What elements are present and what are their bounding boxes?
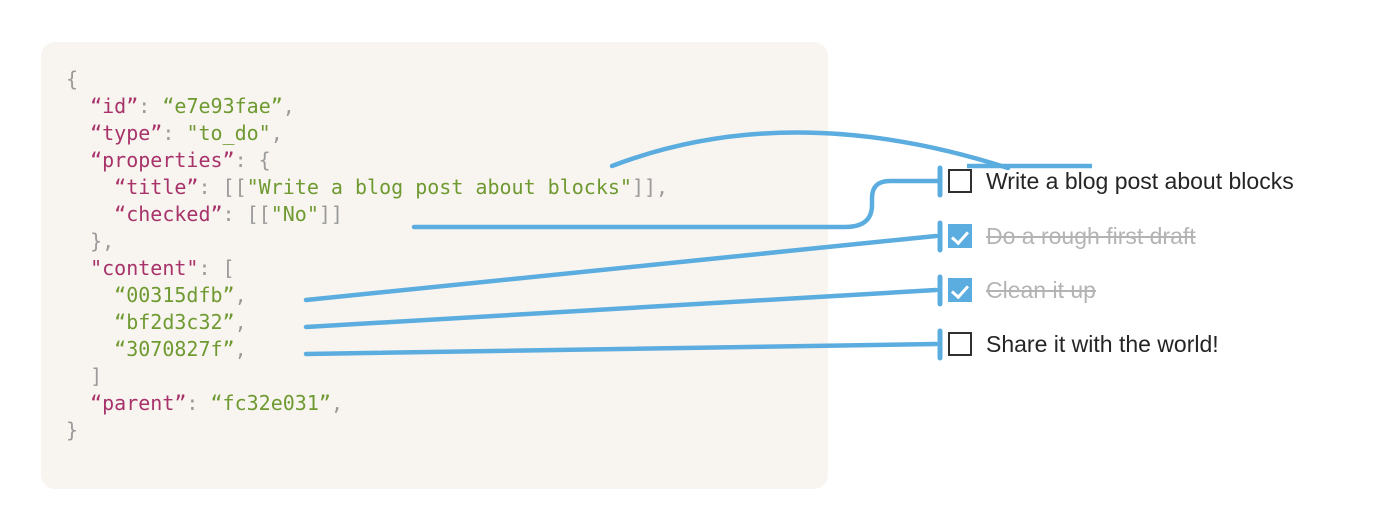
code-line: “title”: [["Write a blog post about bloc… [66, 174, 668, 201]
code-token-str: “fc32e031” [210, 391, 331, 415]
code-token-str: “e7e93fae” [162, 94, 283, 118]
code-line: “type”: "to_do", [66, 120, 668, 147]
code-token-str: "to_do" [186, 121, 271, 145]
code-token-punct: : [162, 121, 187, 145]
code-token-key: “type” [90, 121, 163, 145]
code-line: “bf2d3c32”, [66, 309, 668, 336]
code-token-punct: , [234, 310, 247, 334]
code-token-punct: : [[ [222, 202, 271, 226]
code-token-punct: , [330, 391, 343, 415]
code-token-str: “00315dfb” [114, 283, 235, 307]
code-token-punct: } [66, 418, 79, 442]
code-line: } [66, 417, 668, 444]
code-token-key: "content" [90, 256, 199, 280]
code-token-punct: : [ [198, 256, 235, 280]
todo-item-label: Clean it up [986, 276, 1096, 303]
code-line: { [66, 66, 668, 93]
code-line: “3070827f”, [66, 336, 668, 363]
code-token-punct: , [234, 337, 247, 361]
todo-item-label: Do a rough first draft [986, 222, 1196, 249]
code-token-punct: ] [90, 364, 103, 388]
code-token-punct: { [66, 67, 79, 91]
code-token-key: “checked” [114, 202, 223, 226]
code-line: “checked”: [["No"]] [66, 201, 668, 228]
code-token-punct: : [186, 391, 211, 415]
code-token-key: “parent” [90, 391, 187, 415]
code-token-punct: : { [234, 148, 271, 172]
code-token-punct: , [270, 121, 283, 145]
todo-item-2[interactable]: Clean it up [948, 276, 1096, 304]
code-token-punct: ]] [318, 202, 343, 226]
json-code-text: { “id”: “e7e93fae”, “type”: "to_do", “pr… [66, 66, 668, 444]
code-token-str: "Write a blog post about blocks" [246, 175, 632, 199]
code-token-punct: ]], [631, 175, 669, 199]
todo-item-3[interactable]: Share it with the world! [948, 330, 1219, 358]
code-token-punct: : [[ [198, 175, 247, 199]
code-token-key: “title” [114, 175, 199, 199]
code-line: “id”: “e7e93fae”, [66, 93, 668, 120]
code-token-str: “bf2d3c32” [114, 310, 235, 334]
todo-item-label: Write a blog post about blocks [986, 167, 1294, 194]
code-token-str: "No" [270, 202, 319, 226]
code-line: }, [66, 228, 668, 255]
json-code-panel: { “id”: “e7e93fae”, “type”: "to_do", “pr… [41, 42, 828, 489]
code-token-str: “3070827f” [114, 337, 235, 361]
todo-item-1[interactable]: Do a rough first draft [948, 222, 1196, 250]
code-token-punct: , [282, 94, 295, 118]
code-line: “00315dfb”, [66, 282, 668, 309]
code-token-punct: }, [90, 229, 115, 253]
checkbox-unchecked-icon[interactable] [948, 332, 972, 356]
code-line: “properties”: { [66, 147, 668, 174]
code-token-punct: : [138, 94, 163, 118]
code-line: “parent”: “fc32e031”, [66, 390, 668, 417]
code-token-key: “id” [90, 94, 139, 118]
code-token-punct: , [234, 283, 247, 307]
checkbox-checked-icon[interactable] [948, 278, 972, 302]
todo-item-0[interactable]: Write a blog post about blocks [948, 167, 1294, 195]
code-line: "content": [ [66, 255, 668, 282]
todo-item-label: Share it with the world! [986, 330, 1219, 357]
code-token-key: “properties” [90, 148, 235, 172]
checkbox-checked-icon[interactable] [948, 224, 972, 248]
code-line: ] [66, 363, 668, 390]
checkbox-unchecked-icon[interactable] [948, 169, 972, 193]
